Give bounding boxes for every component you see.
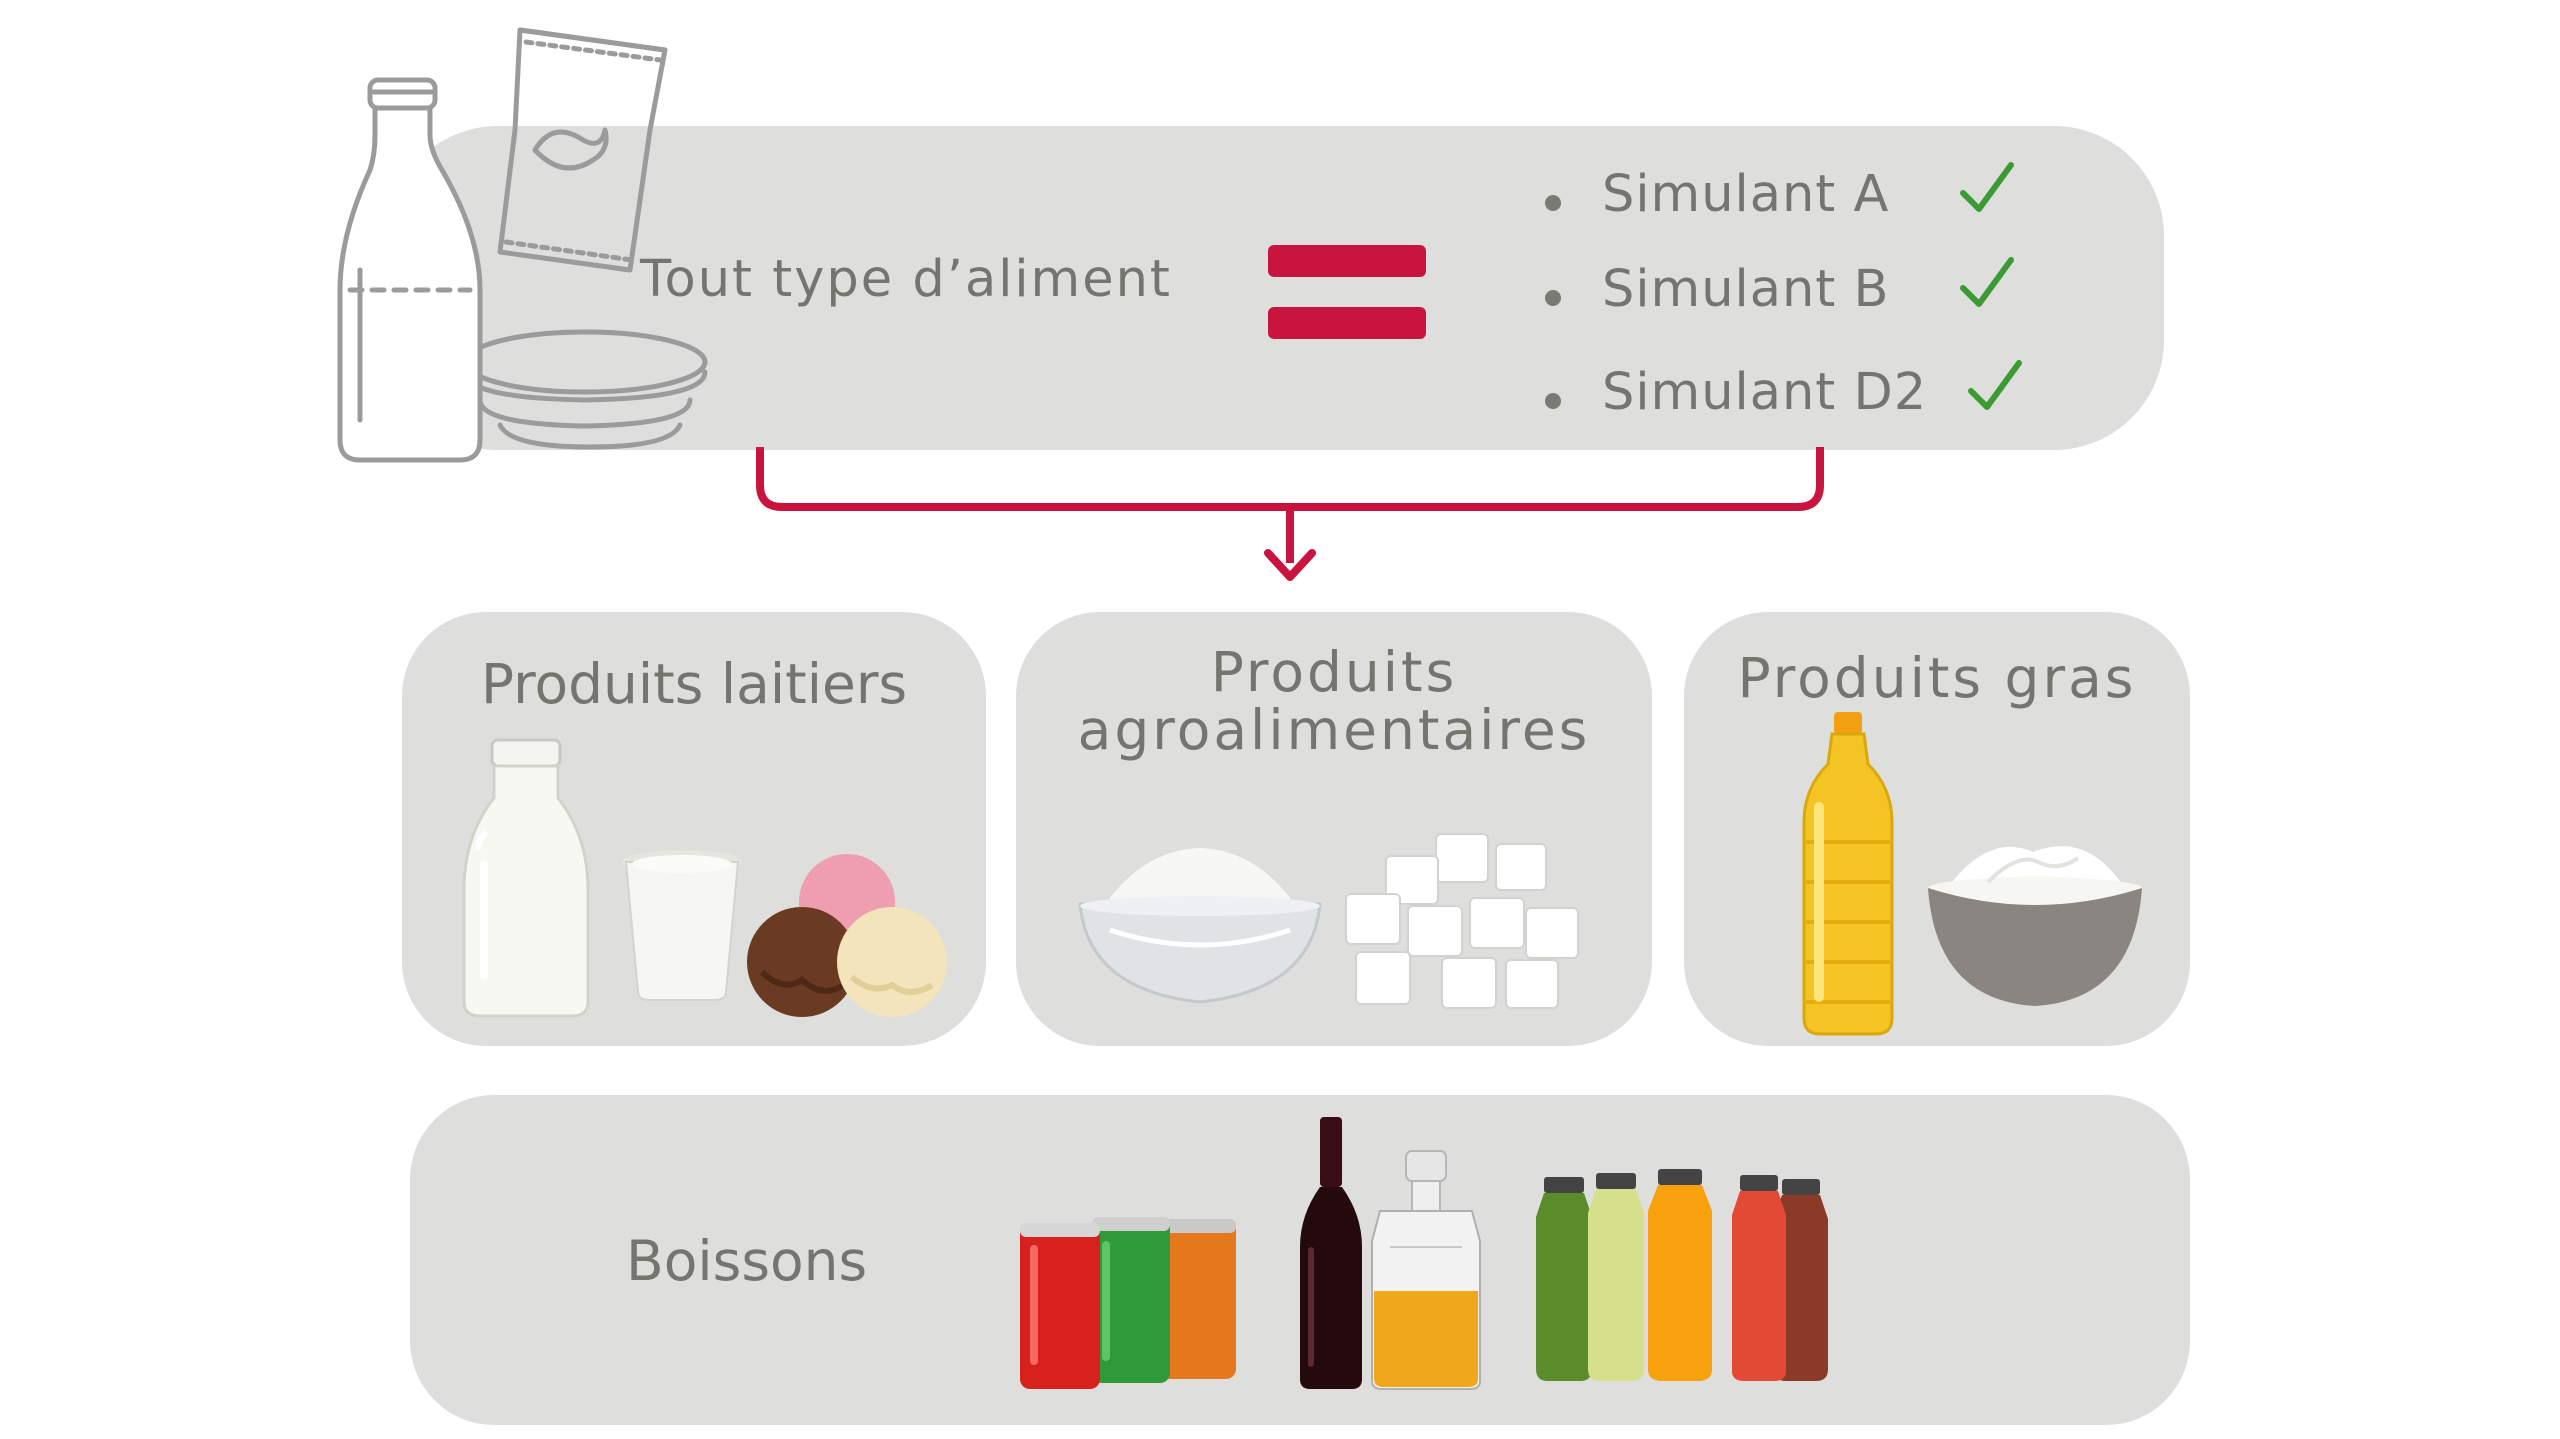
top-label: Tout type d’aliment [640,250,1172,309]
category-title: Boissons [626,1229,868,1293]
wine-bottle-icon [1300,1117,1362,1389]
milk-bottle-icon [462,738,590,1018]
flour-bowl-icon [1078,848,1322,1004]
category-title: Produits laitiers [480,652,908,716]
category-laitiers: Produits laitiers [402,612,986,1046]
simulant-label: Simulant A [1602,165,1890,224]
category-title-line1: Produits [1210,640,1458,704]
bracket-arrow-icon [756,447,1824,581]
category-boissons: Boissons [410,1095,2190,1425]
bullet [1545,195,1561,211]
cream-bowl-icon [1928,846,2142,1006]
category-agro: Produits agroalimentaires [1016,612,1652,1046]
soda-cans-icon [1020,1217,1236,1389]
oil-bottle-icon [1802,712,1894,1036]
food-outline-icon [337,27,708,463]
yogurt-icon [622,850,742,1001]
simulant-label: Simulant B [1602,260,1890,319]
whisky-decanter-icon [1371,1150,1481,1390]
sugar-cubes-icon [1345,833,1579,1009]
check-icon [1960,162,2014,212]
top-box [388,126,2164,450]
equals-icon [1268,245,1426,339]
check-icon [1968,360,2022,410]
bullet [1545,290,1561,306]
check-icon [1960,257,2014,307]
category-gras: Produits gras [1684,612,2190,1046]
simulant-label: Simulant D2 [1602,363,1928,422]
category-title-line2: agroalimentaires [1077,698,1591,762]
category-title: Produits gras [1737,646,2137,710]
bullet [1545,393,1561,409]
ice-cream-icon [747,854,947,1017]
juice-bottles-icon [1536,1169,1828,1381]
